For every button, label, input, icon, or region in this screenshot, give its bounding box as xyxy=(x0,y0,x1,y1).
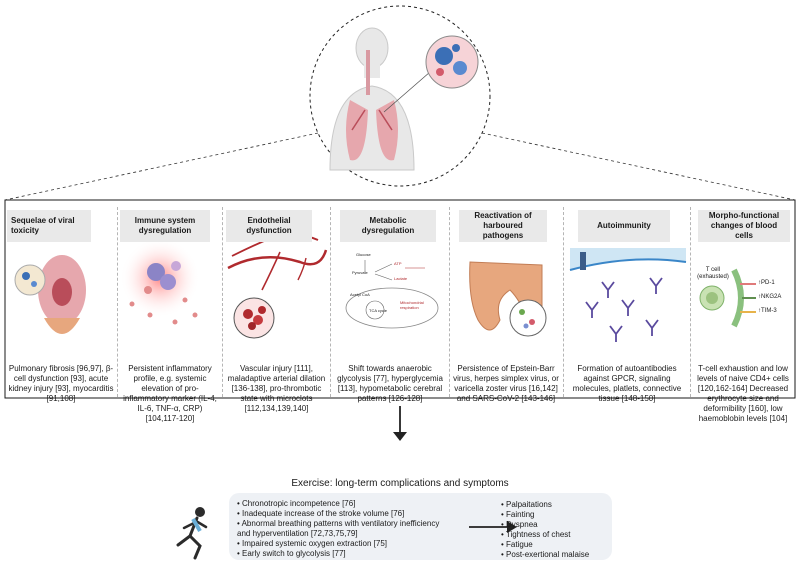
intestine-icon xyxy=(469,261,547,337)
zoom-circle xyxy=(309,5,491,187)
cone-line-right xyxy=(481,132,796,201)
label-glucose: Glucose xyxy=(356,252,371,257)
virus-zoom-icon xyxy=(383,35,479,113)
label-lactate: Lactate xyxy=(394,276,408,281)
cause-item: Inadequate increase of the stroke volume… xyxy=(237,509,449,519)
human-torso-icon xyxy=(329,27,415,171)
column-text-viral-toxicity: Pulmonary fibrosis [96,97], β-cell dysfu… xyxy=(8,364,114,403)
column-divider xyxy=(330,207,331,397)
column-title-autoimmunity: Autoimmunity xyxy=(578,210,670,242)
column-title-reactivation: Reactivation of harboured pathogens xyxy=(459,210,547,242)
runner-icon xyxy=(176,507,208,560)
marker-nkg2a: ↑NKG2A xyxy=(758,294,782,300)
metabolism-pathway-icon xyxy=(345,260,439,329)
symptom-item: Dyspnea xyxy=(501,520,609,530)
symptom-item: Tightness of chest xyxy=(501,530,609,540)
column-text-reactivation: Persistence of Epstein-Barr virus, herpe… xyxy=(453,364,559,403)
column-title-metabolic: Metabolic dysregulation xyxy=(340,210,436,242)
autoantibodies-icon xyxy=(569,248,687,342)
column-divider xyxy=(563,207,564,397)
column-divider xyxy=(117,207,118,397)
symptom-item: Post-exertional malaise xyxy=(501,550,609,560)
cause-item: Early switch to glycolysis [77] xyxy=(237,549,449,559)
symptom-item: Fainting xyxy=(501,510,609,520)
exercise-title: Exercise: long-term complications and sy… xyxy=(291,478,509,489)
inflammation-icon xyxy=(120,238,200,325)
column-divider xyxy=(222,207,223,397)
column-text-endothelial: Vascular injury [111], maladaptive arter… xyxy=(227,364,326,413)
column-title-viral-toxicity: Sequelae of viral toxicity xyxy=(7,210,91,242)
column-title-blood-cells: Morpho-functional changes of blood cells xyxy=(698,210,790,242)
exhausted-tcell-icon xyxy=(699,268,756,328)
column-divider xyxy=(690,207,691,397)
symptom-item: Palpaitations xyxy=(501,500,609,510)
marker-pd1: ↑PD-1 xyxy=(758,280,775,286)
cause-item: Abnormal breathing patterns with ventila… xyxy=(237,519,449,539)
tcell-label: T cell (exhausted) xyxy=(697,267,729,280)
exercise-symptoms-list: Palpaitations Fainting Dyspnea Tightness… xyxy=(501,500,609,560)
organs-icon xyxy=(14,255,86,334)
marker-tim3: ↑TIM-3 xyxy=(758,308,777,314)
column-title-immune: Immune system dysregulation xyxy=(120,210,210,242)
label-pyruvate: Pyruvate xyxy=(352,270,368,275)
column-title-endothelial: Endothelial dysfunction xyxy=(226,210,312,242)
exercise-box: Chronotropic incompetence [76] Inadequat… xyxy=(229,493,612,560)
cause-item: Chronotropic incompetence [76] xyxy=(237,499,449,509)
cause-item: Impaired systemic oxygen extraction [75] xyxy=(237,539,449,549)
label-tca-cycle: TCA cycle xyxy=(369,308,388,313)
column-text-immune: Persistent inflammatory profile, e.g. sy… xyxy=(123,364,217,423)
label-acetyl-coa: Acetyl CoA xyxy=(350,292,370,297)
symptom-item: Fatigue xyxy=(501,540,609,550)
label-mito-respiration: Mitochondrial respiration xyxy=(400,300,424,310)
exercise-causes-list: Chronotropic incompetence [76] Inadequat… xyxy=(237,499,449,559)
column-text-autoimmunity: Formation of autoantibodies against GPCR… xyxy=(572,364,682,403)
down-arrow-icon xyxy=(393,406,407,441)
label-atp: ATP xyxy=(394,261,402,266)
column-divider xyxy=(449,207,450,397)
column-text-blood-cells: T-cell exhaustion and low levels of naiv… xyxy=(697,364,789,423)
cone-line-left xyxy=(4,132,319,201)
column-text-metabolic: Shift towards anaerobic glycolysis [77],… xyxy=(337,364,443,403)
